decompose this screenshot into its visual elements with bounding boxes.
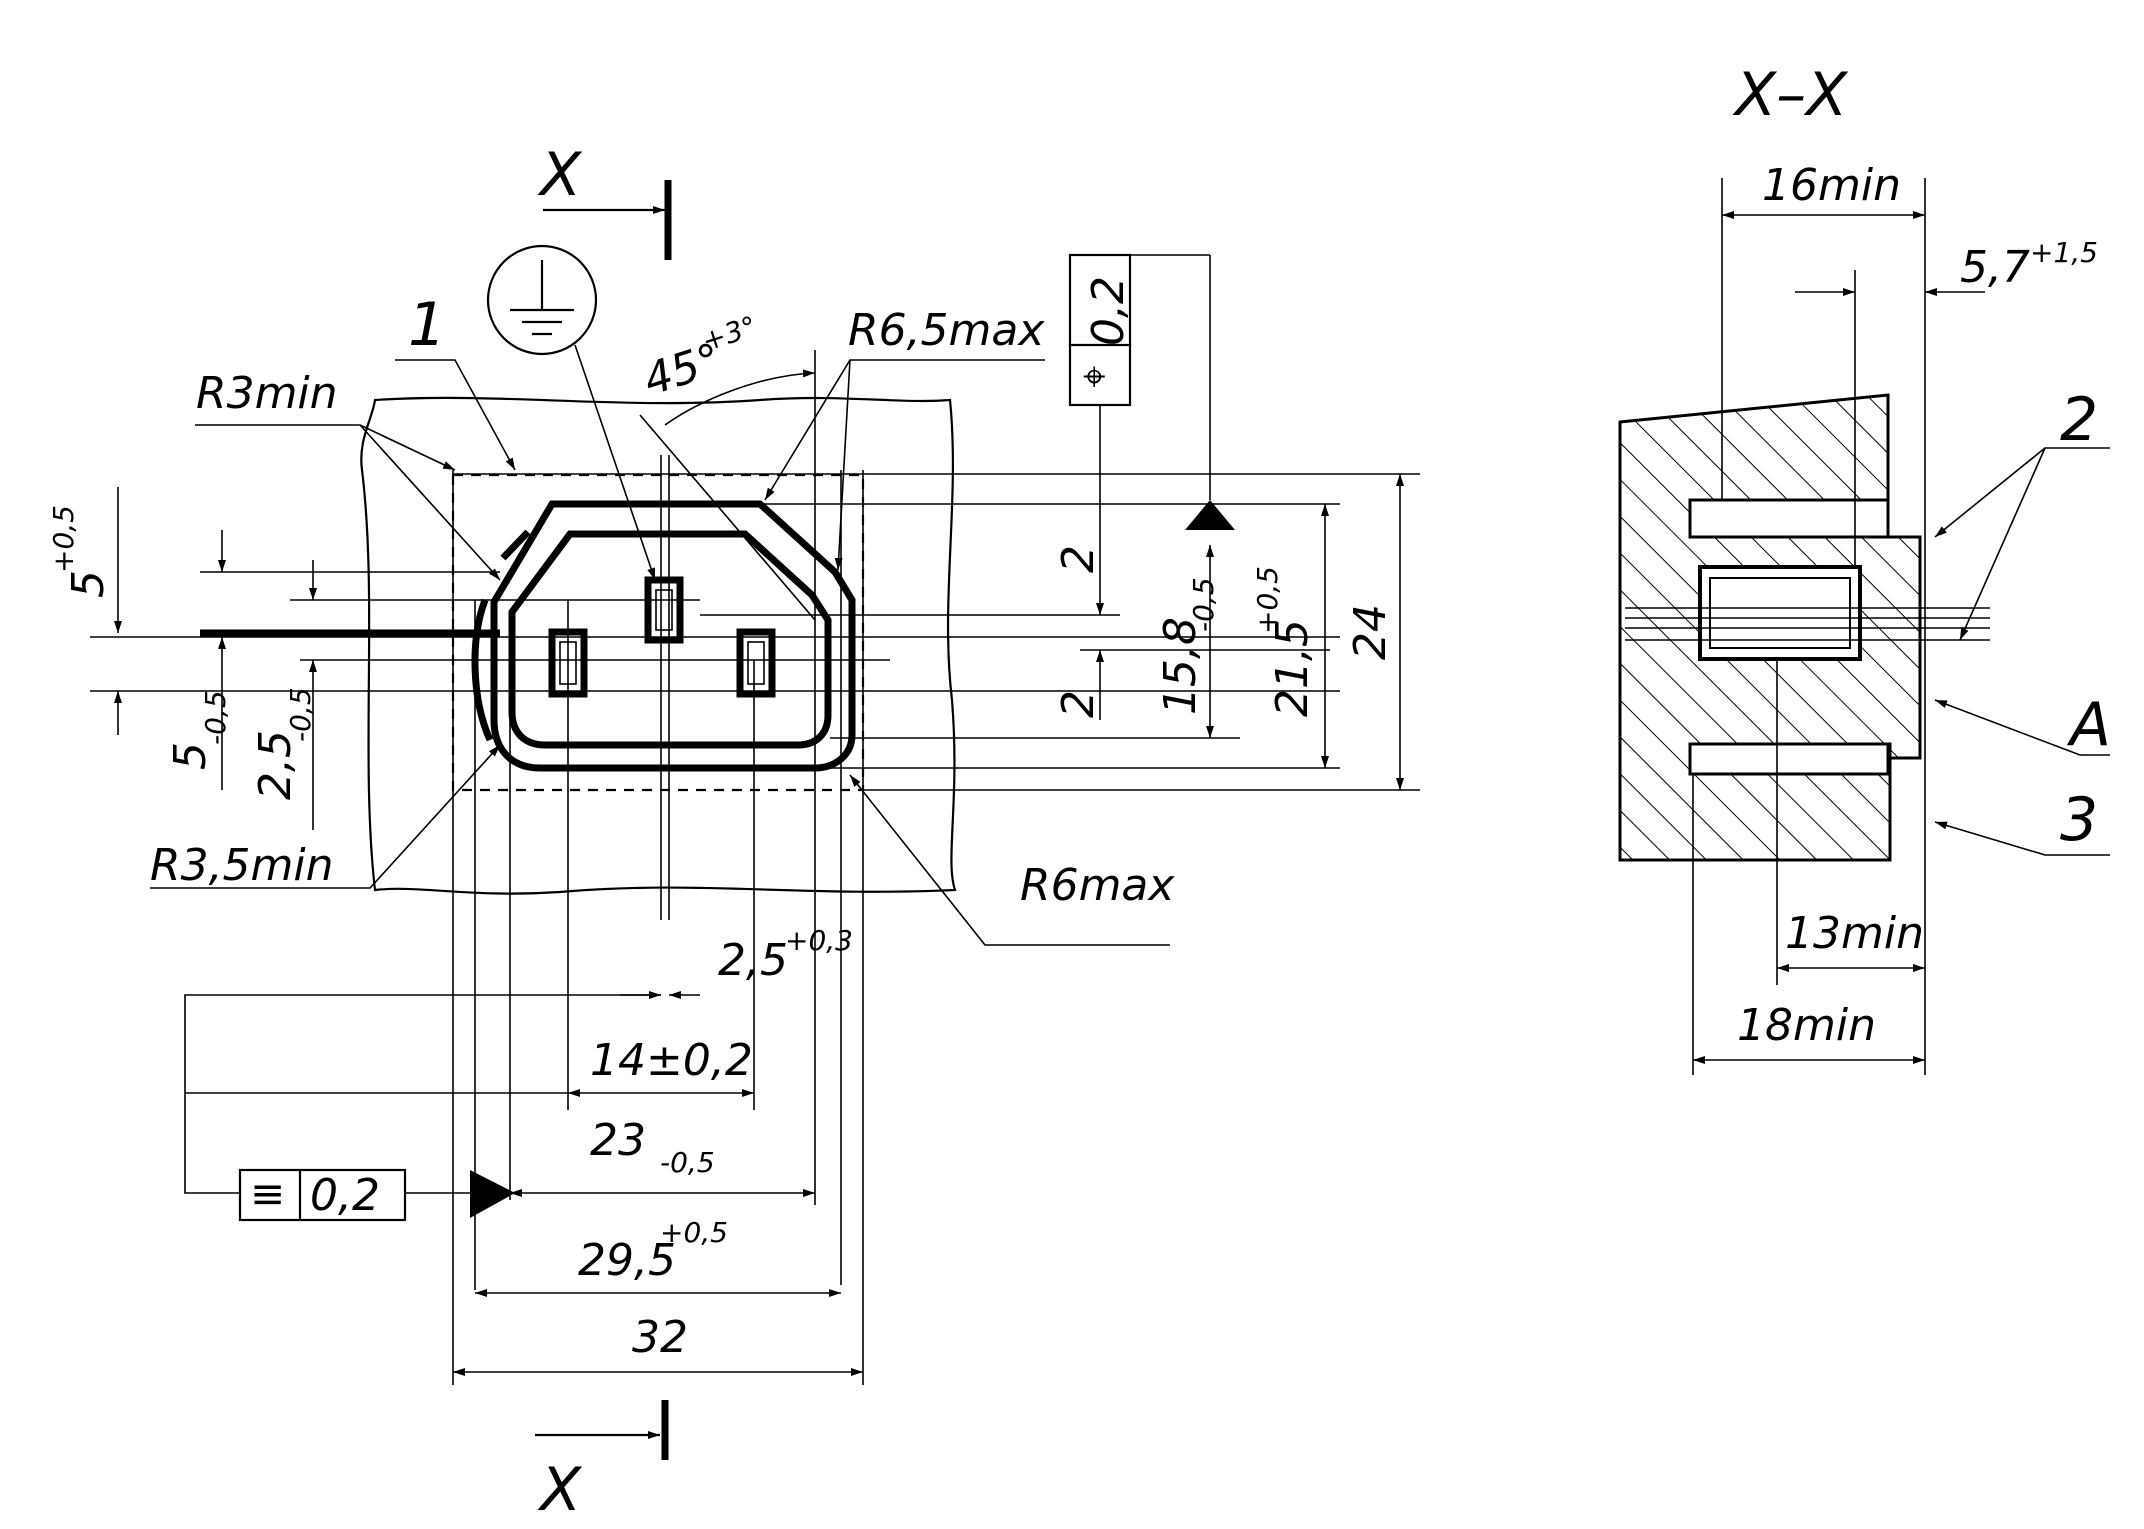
dim-18min: 18min <box>1737 1000 1876 1051</box>
dim-295-tol: +0,5 <box>660 1216 728 1249</box>
dim-2-top: 2 <box>1053 545 1104 573</box>
dim-13min: 13min <box>1785 908 1924 959</box>
dim-215-base: 21,5 <box>1267 619 1318 717</box>
dim-158-tol: -0,5 <box>1187 577 1220 632</box>
earth-pin-inner <box>655 589 673 631</box>
dim-25-minus-tol: -0,5 <box>284 687 317 742</box>
section-view <box>1618 178 2110 1075</box>
dim-25-minus-base: 2,5 <box>250 730 301 800</box>
main-view <box>90 180 1420 1460</box>
dim-5-plus-tol: +0,5 <box>47 505 80 573</box>
datum-triangle-left <box>470 1170 515 1218</box>
section-upper-groove <box>1688 498 1890 539</box>
labels: X X X–X 1 2 A 3 R3min R6,5max R3,5min R6… <box>47 60 2111 1525</box>
symmetry-tolerance-frame <box>184 994 661 1222</box>
chamfer-stroke-upper <box>500 529 531 561</box>
section-mark-top: X <box>537 140 583 210</box>
dim-14: 14±0,2 <box>590 1035 753 1086</box>
dim-5-minus-tol: -0,5 <box>199 690 232 745</box>
dim-5-minus-base: 5 <box>165 742 216 770</box>
earth-pin <box>644 576 684 644</box>
right-pin-inner <box>747 641 765 685</box>
dim-158-base: 15,8 <box>1155 617 1206 715</box>
dim-5-plus-base: 5 <box>63 570 114 598</box>
radius-r65max: R6,5max <box>848 305 1045 356</box>
dim-23-tol: -0,5 <box>660 1146 715 1179</box>
position-tolerance-symbol: ⌖ <box>1083 354 1106 400</box>
dim-215-tol: +0,5 <box>1251 566 1284 634</box>
earth-symbol <box>486 244 656 581</box>
dim-57-tol: +1,5 <box>2030 236 2098 269</box>
dim-32: 32 <box>632 1312 688 1363</box>
callout-1: 1 <box>408 290 446 360</box>
panel-outline <box>360 396 957 895</box>
dim-25-plus-tol: +0,3 <box>785 924 853 957</box>
symmetry-tolerance-symbol: ≡ <box>250 1169 285 1218</box>
datum-triangle-right <box>1185 500 1235 530</box>
angle-arc <box>664 369 816 426</box>
dim-2-bottom: 2 <box>1053 690 1104 718</box>
radius-r35min: R3,5min <box>150 840 334 891</box>
section-mark-bottom: X <box>537 1455 583 1525</box>
radius-r6max: R6max <box>1020 860 1175 911</box>
section-line-bottom <box>535 1400 669 1460</box>
callout-3: 3 <box>2060 785 2098 855</box>
symmetry-tolerance-value: 0,2 <box>310 1170 380 1221</box>
angle-tol: +3° <box>698 310 761 358</box>
dim-295-base: 29,5 <box>578 1235 676 1286</box>
inlet-inner-contour <box>508 530 832 749</box>
section-line-top <box>543 180 672 260</box>
position-tolerance-frame <box>1068 253 1211 560</box>
dim-57-base: 5,7 <box>1960 242 2030 293</box>
position-tolerance-value: 0,2 <box>1083 276 1134 346</box>
inlet-outer-contour <box>490 500 856 772</box>
callout-2: 2 <box>2060 385 2098 455</box>
dim-24: 24 <box>1345 604 1396 660</box>
dim-25-plus-base: 2,5 <box>718 935 788 986</box>
section-contact-inner <box>1709 577 1851 649</box>
dim-23-base: 23 <box>590 1115 646 1166</box>
section-lower-groove <box>1688 742 1890 776</box>
section-view-title: X–X <box>1732 60 1849 130</box>
chamfer-stroke-lower <box>471 598 494 742</box>
dim-16min: 16min <box>1762 160 1901 211</box>
callout-A: A <box>2066 690 2111 760</box>
right-pin <box>736 628 776 698</box>
radius-r3min: R3min <box>196 368 338 419</box>
